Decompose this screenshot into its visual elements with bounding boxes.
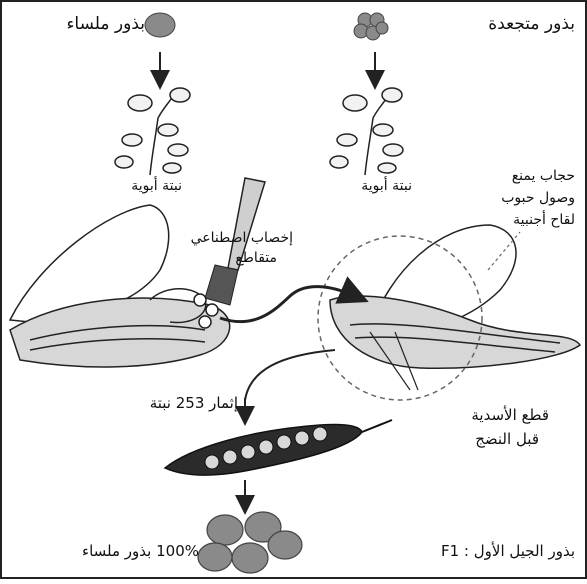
flower-right-icon [330,225,580,368]
wrinkled-seed-icon [354,13,388,40]
smooth-seeds-label: بذور ملساء [66,14,145,34]
cross-pollination-line2: متقاطع [235,250,277,266]
f1-label: بذور الجيل الأول : F1 [441,542,575,560]
stamens-label-line1: قطع الأسدية [471,406,549,424]
f1-result-label: 100% بذور ملساء [82,542,199,560]
arrow-flower-to-pod [245,350,335,400]
parent-plant-right-label: نبتة أبوية [361,178,412,194]
bag-label-line3: لقاح أجنبية [513,212,575,228]
smooth-seed-icon [145,13,175,37]
f1-seeds-icon [198,512,302,573]
parent-plant-left-icon [115,88,190,175]
bag-label-line1: حجاب يمنع [512,168,575,184]
parent-plant-right-icon [330,88,403,175]
stamens-label-line2: قبل النضج [475,430,539,448]
wrinkled-seeds-label: بذور متجعدة [488,14,575,34]
brush-bristles-icon [205,265,238,305]
fruiting-label: إثمار 253 نبتة [150,394,238,412]
parent-plant-left-label: نبتة أبوية [131,178,182,194]
bag-label-line2: وصول حبوب [501,190,575,206]
pea-pod-icon [165,420,392,475]
cross-pollination-line1: إخصاب اصطناعي [191,230,293,246]
